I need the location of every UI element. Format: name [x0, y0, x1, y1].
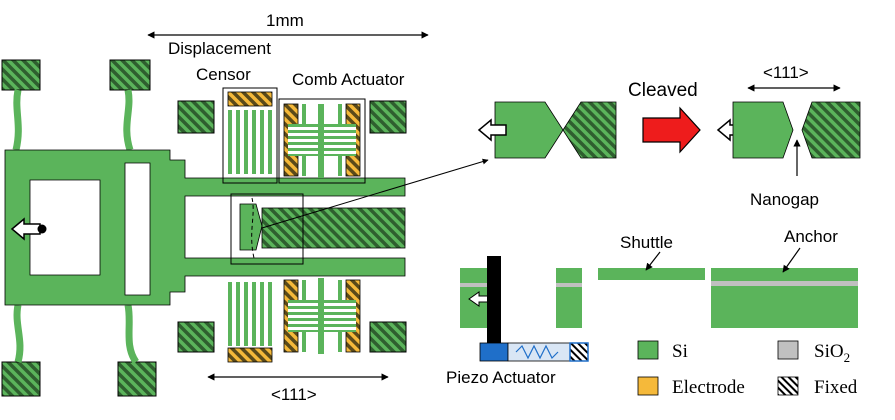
spring-beam	[12, 89, 22, 151]
fixed-anchor	[1, 59, 41, 91]
comb-actuator-top	[283, 103, 361, 178]
spring-beam	[123, 89, 134, 152]
comb-actuator-box	[278, 98, 366, 184]
piezo-spring	[515, 344, 559, 360]
fixed-anchor	[1, 361, 41, 397]
piezo-base-blue	[479, 342, 509, 362]
frame-block	[556, 268, 582, 328]
zoom-line	[261, 158, 489, 229]
fixed-anchor	[369, 100, 407, 134]
anchor-after	[801, 101, 861, 159]
shuttle-pointer	[645, 251, 661, 271]
cleave-illustration: Cleaved <111> Nanogap	[477, 63, 861, 209]
displacement-sensor-bottom	[227, 282, 273, 363]
legend-fixed-swatch	[777, 376, 799, 396]
anchor-label: Anchor	[784, 227, 838, 246]
red-right-arrow-icon	[642, 106, 701, 154]
hollow-left-arrow-icon	[477, 118, 507, 142]
fixed-anchor	[177, 321, 215, 353]
sio2-layer	[556, 283, 582, 287]
piezo-post	[487, 256, 501, 344]
displacement-label-2: Censor	[196, 65, 251, 84]
zoom-box	[230, 193, 304, 265]
beam-before	[494, 101, 564, 159]
legend-si-swatch	[637, 340, 659, 360]
fixed-anchor	[261, 207, 406, 249]
shuttle-frame	[4, 149, 406, 306]
crystal-label-bottom: <111>	[271, 385, 317, 404]
scale-label-1mm: 1mm	[266, 11, 304, 30]
notched-beam	[239, 203, 263, 251]
legend-electrode-label: Electrode	[672, 377, 745, 398]
spring-beam	[124, 304, 140, 365]
piezo-label: Piezo Actuator	[446, 368, 556, 387]
fixed-anchor	[117, 361, 157, 397]
comb-actuator-bottom	[283, 278, 361, 354]
hollow-left-arrow-icon	[10, 217, 47, 241]
beam-after	[732, 101, 794, 159]
displacement-sensor-top	[227, 91, 273, 174]
displacement-label-1: Displacement	[168, 39, 271, 58]
cross-section: Piezo Actuator Shuttle Anchor	[446, 227, 858, 387]
shuttle-label: Shuttle	[620, 233, 673, 252]
legend-sio2-label: SiO2	[814, 341, 850, 365]
anchor-before	[562, 101, 617, 159]
piezo-body	[507, 342, 571, 362]
fixed-anchor	[109, 59, 151, 91]
anchor-pointer	[782, 247, 801, 273]
legend-fixed-label: Fixed	[814, 377, 858, 398]
nanogap-label: Nanogap	[750, 190, 819, 209]
sio2-layer	[460, 283, 500, 287]
legend-sio2-swatch	[777, 340, 799, 360]
crystal-label-right: <111>	[763, 63, 809, 82]
sio2-layer	[711, 281, 858, 286]
legend: Si SiO2 Electrode Fixed	[637, 340, 858, 398]
comb-actuator-label: Comb Actuator	[292, 70, 405, 89]
fixed-anchor	[369, 321, 407, 353]
legend-electrode-swatch	[637, 376, 659, 396]
shuttle-layer	[598, 268, 705, 280]
displacement-sensor-box	[222, 87, 278, 184]
mems-device: 1mm Displacement Censor Comb Actuator <1…	[1, 11, 489, 404]
legend-si-label: Si	[672, 341, 688, 362]
anchor-block	[711, 268, 858, 328]
piezo-end	[569, 342, 589, 362]
spring-beam	[13, 304, 24, 363]
fixed-anchor	[177, 100, 215, 134]
cleaved-label: Cleaved	[628, 80, 698, 101]
